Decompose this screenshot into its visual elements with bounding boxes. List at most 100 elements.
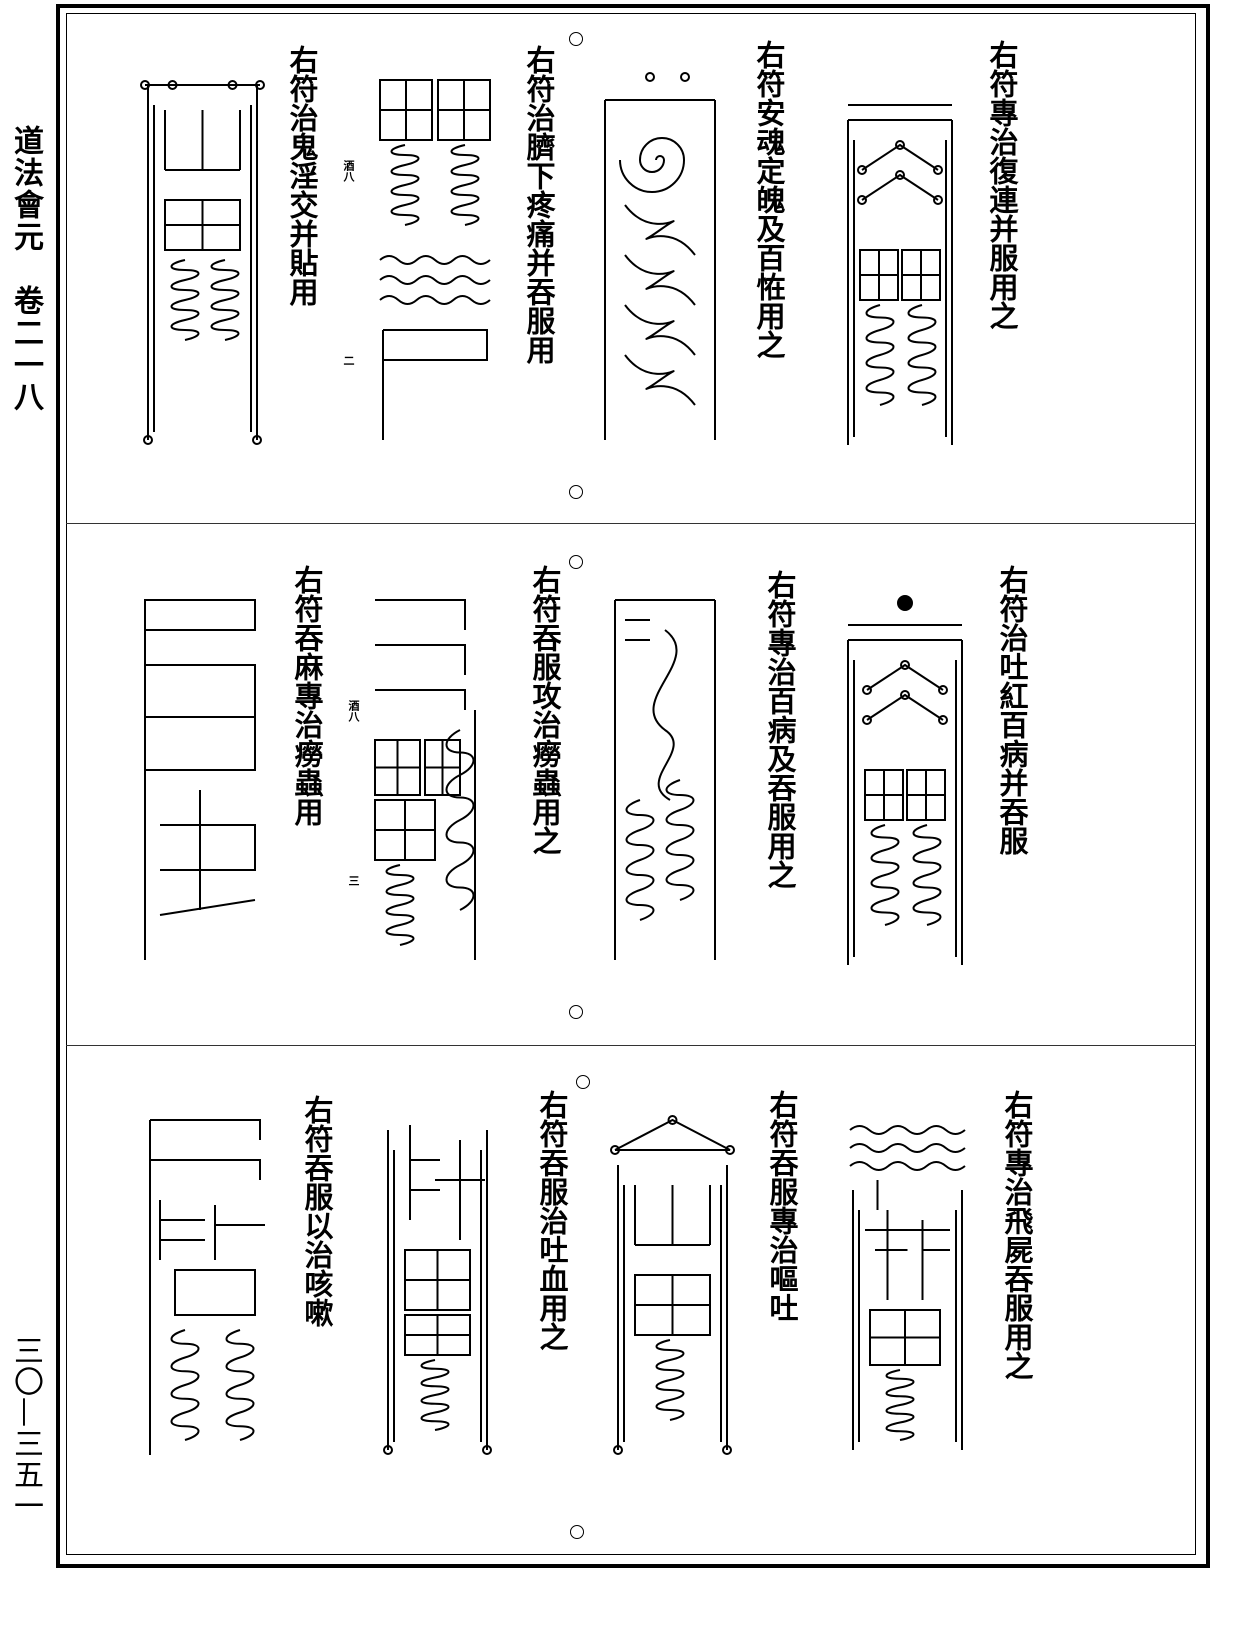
node-circle bbox=[252, 435, 262, 445]
squiggle-stroke bbox=[885, 1369, 915, 1441]
center-stroke bbox=[159, 790, 256, 916]
talisman-figure bbox=[380, 1110, 495, 1455]
squiggle-stroke bbox=[170, 259, 200, 341]
node-circle bbox=[482, 1445, 492, 1455]
talisman-caption: 右符吞服攻治癆蟲用之 bbox=[528, 565, 562, 855]
margin-note: 二 bbox=[342, 355, 355, 366]
talisman-figure bbox=[610, 1115, 735, 1455]
margin-note: 三 bbox=[347, 875, 360, 886]
node-circle bbox=[862, 685, 872, 695]
glyph-stroke bbox=[159, 1200, 265, 1260]
loop-stroke bbox=[652, 629, 678, 801]
talisman-drawing bbox=[847, 595, 963, 965]
talisman-figure bbox=[845, 1120, 970, 1450]
node-circle bbox=[857, 165, 867, 175]
talisman-drawing bbox=[847, 104, 953, 445]
talisman-caption: 右符吞麻專治癆蟲用 bbox=[290, 565, 324, 826]
node-circle bbox=[610, 1145, 620, 1155]
talisman-figure bbox=[600, 65, 720, 440]
talisman-figure bbox=[145, 1110, 270, 1455]
talisman-figure bbox=[140, 595, 260, 960]
binding-hole bbox=[569, 555, 583, 569]
talisman-drawing bbox=[383, 1125, 492, 1455]
roof-stroke bbox=[614, 1118, 731, 1151]
loop-stroke bbox=[624, 254, 696, 306]
talisman-drawing bbox=[610, 1115, 735, 1455]
glyph-box bbox=[174, 1269, 256, 1316]
talisman-caption: 右符專治飛屍吞服用之 bbox=[1000, 1090, 1034, 1380]
squiggle-stroke bbox=[912, 824, 942, 926]
mountain-stroke bbox=[164, 110, 241, 171]
squiggle-stroke bbox=[665, 779, 695, 901]
node-circle bbox=[645, 72, 655, 82]
wave-stroke bbox=[849, 1125, 966, 1135]
talisman-figure bbox=[610, 590, 720, 960]
node-circle bbox=[227, 80, 238, 90]
page-frame-outer bbox=[56, 4, 1210, 1568]
node-chevron bbox=[866, 663, 944, 691]
bar-stroke bbox=[375, 599, 476, 960]
talisman-figure bbox=[375, 75, 495, 440]
squiggle-stroke bbox=[450, 144, 480, 226]
frame-stroke bbox=[382, 329, 488, 440]
wave-stroke bbox=[849, 1143, 966, 1153]
binding-hole bbox=[570, 1525, 584, 1539]
node-circle bbox=[900, 690, 910, 700]
bar-stroke bbox=[149, 1119, 261, 1455]
page-frame-inner bbox=[66, 13, 1196, 1555]
bar-stroke bbox=[625, 619, 650, 641]
squiggle-stroke bbox=[625, 799, 655, 921]
node-circle bbox=[383, 1445, 393, 1455]
ink-dot bbox=[897, 595, 913, 611]
talisman-caption: 右符吞服專治嘔吐 bbox=[765, 1090, 799, 1322]
squiggle-stroke bbox=[385, 864, 415, 946]
binding-hole bbox=[569, 485, 583, 499]
margin-note: 酒八 bbox=[342, 160, 355, 182]
wave-stroke bbox=[379, 295, 491, 305]
node-circle bbox=[680, 72, 690, 82]
node-circle bbox=[895, 170, 905, 180]
wave-stroke bbox=[849, 1161, 966, 1171]
talisman-figure bbox=[840, 595, 970, 965]
squiggle-stroke bbox=[445, 729, 475, 911]
node-circle bbox=[143, 435, 153, 445]
node-chevron bbox=[861, 143, 939, 171]
node-circle bbox=[933, 195, 943, 205]
loop-stroke bbox=[624, 354, 696, 406]
glyph-stroke bbox=[865, 1180, 950, 1300]
node-circle bbox=[938, 715, 948, 725]
node-circle bbox=[900, 660, 910, 670]
wave-stroke bbox=[379, 275, 491, 285]
node-circle bbox=[667, 1115, 678, 1125]
node-circle bbox=[725, 1145, 735, 1155]
talisman-caption: 右符治吐紅百病并吞服 bbox=[995, 565, 1029, 855]
talisman-caption: 右符治臍下疼痛并吞服用 bbox=[522, 45, 556, 364]
talisman-drawing bbox=[140, 80, 265, 445]
talisman-drawing bbox=[379, 79, 491, 440]
frame-stroke bbox=[144, 599, 256, 960]
talisman-drawing bbox=[149, 1119, 265, 1455]
talisman-caption: 右符專治百病及吞服用之 bbox=[763, 570, 797, 889]
squiggle-stroke bbox=[870, 824, 900, 926]
squiggle-stroke bbox=[907, 304, 937, 406]
talisman-figure bbox=[140, 80, 265, 445]
squiggle-stroke bbox=[210, 259, 240, 341]
talisman-caption: 右符吞服治吐血用之 bbox=[535, 1090, 569, 1351]
talisman-caption: 右符安魂定魄及百恠用之 bbox=[752, 40, 786, 359]
glyph-stroke bbox=[409, 1125, 485, 1240]
talisman-drawing bbox=[144, 599, 256, 960]
talisman-drawing bbox=[849, 1125, 966, 1450]
panel-divider bbox=[66, 523, 1196, 524]
node-circle bbox=[938, 685, 948, 695]
top-bar bbox=[848, 624, 962, 641]
node-chevron bbox=[866, 693, 944, 721]
talisman-figure bbox=[370, 590, 495, 960]
binding-hole bbox=[576, 1075, 590, 1089]
loop-stroke bbox=[624, 204, 696, 256]
node-chevron bbox=[861, 173, 939, 201]
squiggle-stroke bbox=[420, 1359, 450, 1431]
talisman-figure bbox=[840, 75, 960, 445]
page-number-margin: 三〇—三五一 bbox=[8, 1335, 43, 1521]
talisman-border-line bbox=[614, 599, 716, 960]
squiggle-stroke bbox=[225, 1329, 255, 1441]
